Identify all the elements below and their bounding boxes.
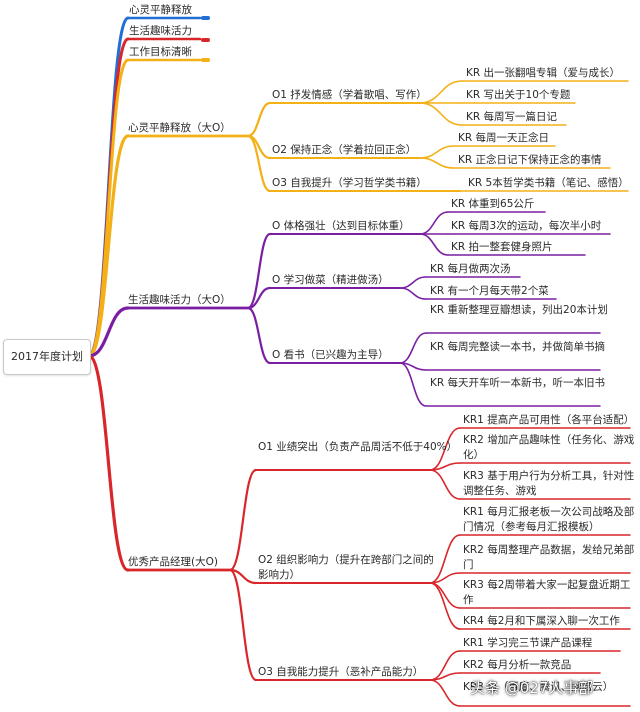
- conn-work-kr: [429, 534, 461, 584]
- branch-work-label[interactable]: 优秀产品经理(大O): [128, 556, 218, 568]
- work-o2-kr4[interactable]: KR4 每2月和下属深入聊一次工作: [463, 615, 620, 627]
- root-node[interactable]: 2017年度计划: [3, 339, 91, 375]
- mind-o1-kr1[interactable]: KR 出一张翻唱专辑（爱与成长）: [466, 67, 621, 79]
- branch-connector-mind: [87, 134, 130, 358]
- work-o3-kr2[interactable]: KR2 每月分析一款竞品: [463, 659, 572, 671]
- work-o2[interactable]: O2 组织影响力（提升在跨部门之间的影响力）: [258, 554, 434, 581]
- mind-o2[interactable]: O2 保持正念（学着拉回正念）: [272, 144, 417, 156]
- life-o3-kr3[interactable]: KR 每天开车听一本新书，听一本旧书: [430, 377, 606, 389]
- conn-life-o3: [246, 306, 272, 365]
- top-item-life[interactable]: 生活趣味活力: [129, 25, 192, 37]
- branch-mind-label[interactable]: 心灵平静释放（大O）: [128, 122, 231, 134]
- watermark: 头条 @027人事部: [470, 679, 594, 697]
- work-o1-kr3[interactable]: KR3 基于用户行为分析工具，针对性调整任务、游戏: [463, 470, 635, 497]
- mind-o1-kr2[interactable]: KR 写出关于10个专题: [466, 89, 571, 101]
- life-o2-kr2[interactable]: KR 有一个月每天带2个菜: [430, 285, 549, 297]
- conn-work-kr: [429, 462, 461, 471]
- mind-o2-kr1[interactable]: KR 每周一天正念日: [458, 132, 550, 144]
- collapse-badge-red[interactable]: [201, 38, 210, 42]
- collapse-badge-yellow[interactable]: [201, 58, 210, 62]
- conn-life-o2: [246, 286, 272, 310]
- conn-life-kr: [399, 287, 427, 300]
- conn-mind-kr: [419, 157, 455, 169]
- conn-work-kr: [429, 672, 461, 681]
- life-o3[interactable]: O 看书（已兴趣为主导）: [272, 349, 389, 361]
- mind-o1[interactable]: O1 抒发情感（学着歌唱、写作）: [272, 89, 427, 101]
- branch-connector-work: [87, 354, 130, 572]
- conn-work-kr: [429, 469, 461, 500]
- life-o1-kr2[interactable]: KR 每周3次的运动，每次半小时: [451, 220, 602, 232]
- mind-o3[interactable]: O3 自我提升（学习哲学类书籍）: [272, 177, 427, 189]
- conn-life-kr: [399, 332, 427, 364]
- life-o1-kr1[interactable]: KR 体重到65公斤: [451, 198, 535, 210]
- work-o1[interactable]: O1 业绩突出（负责产品周活不低于40%）: [258, 441, 458, 453]
- conn-work-o1: [228, 468, 258, 572]
- branch-life-label[interactable]: 生活趣味活力（大O）: [128, 294, 231, 306]
- work-o1-kr2[interactable]: KR2 增加产品趣味性（任务化、游戏化）: [463, 434, 635, 461]
- life-o2-kr1[interactable]: KR 每月做两次汤: [430, 263, 511, 275]
- life-o2[interactable]: O 学习做菜（精进做汤）: [272, 274, 389, 286]
- conn-work-kr: [429, 679, 461, 707]
- mind-o3-kr1[interactable]: KR 5本哲学类书籍（笔记、感悟）: [468, 177, 629, 189]
- conn-life-kr: [419, 233, 449, 256]
- conn-work-o2: [228, 568, 258, 585]
- conn-mind-kr: [419, 145, 455, 159]
- work-o3-kr3[interactable]: KR3 每（百度、腾讯、网易云）: [463, 681, 614, 693]
- work-o3[interactable]: O3 自我能力提升（恶补产品能力）: [258, 666, 424, 678]
- conn-life-kr: [399, 276, 427, 289]
- work-o2-kr2[interactable]: KR2 每周整理产品数据，发给兄弟部门: [463, 544, 635, 571]
- work-o1-kr1[interactable]: KR1 提高产品可用性（各平台适配）: [463, 414, 635, 426]
- mind-o2-kr2[interactable]: KR 正念日记下保持正念的事情: [458, 154, 602, 166]
- conn-work-o3: [228, 568, 258, 682]
- conn-mind-o3: [246, 134, 272, 193]
- life-o3-kr1[interactable]: KR 重新整理豆瓣想读，列出20本计划: [430, 304, 608, 316]
- life-o1-kr3[interactable]: KR 拍一整套健身照片: [451, 241, 553, 253]
- mind-o1-kr3[interactable]: KR 每周写一篇日记: [466, 111, 558, 123]
- work-o2-kr3[interactable]: KR3 每2周带着大家一起复盘近期工作: [463, 579, 631, 606]
- collapse-badge-blue[interactable]: [201, 16, 210, 20]
- life-o1[interactable]: O 体格强壮（达到目标体重）: [272, 220, 410, 232]
- conn-life-o1: [246, 232, 272, 310]
- conn-mind-o1: [246, 101, 272, 138]
- work-o3-kr1[interactable]: KR1 学习完三节课产品课程: [463, 637, 593, 649]
- branch-connector-life: [87, 306, 130, 358]
- top-item-work[interactable]: 工作目标清晰: [129, 46, 192, 58]
- life-o3-kr2[interactable]: KR 每周完整读一本书，并做简单书摘: [430, 341, 606, 353]
- conn-work-kr: [429, 427, 461, 471]
- conn-mind-kr: [419, 102, 463, 126]
- work-o2-kr1[interactable]: KR1 每月汇报老板一次公司战略及部门情况（参考每月汇报模板）: [463, 506, 635, 533]
- top-item-mind[interactable]: 心灵平静释放: [129, 4, 192, 16]
- conn-life-kr: [419, 211, 449, 235]
- conn-work-kr: [429, 582, 461, 630]
- conn-life-kr: [399, 362, 427, 407]
